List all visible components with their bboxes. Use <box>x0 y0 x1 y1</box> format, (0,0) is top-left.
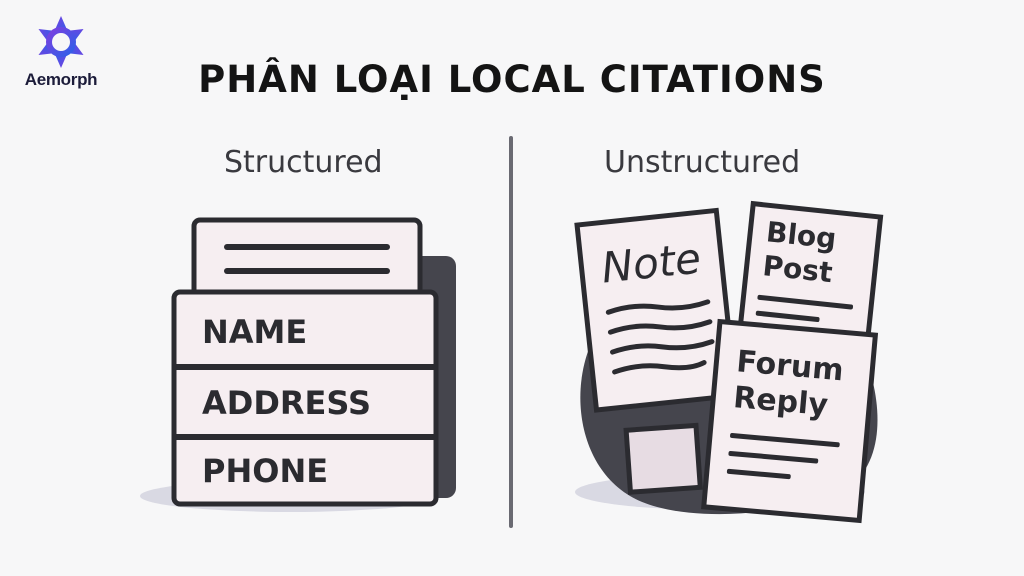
top-card <box>191 217 423 305</box>
blog-post-card: Blog Post <box>737 200 884 346</box>
structured-heading: Structured <box>224 145 383 180</box>
page-title: PHÂN LOẠI LOCAL CITATIONS <box>198 58 826 101</box>
forum-label-line2: Reply <box>732 380 830 423</box>
aemorph-logo-icon <box>38 16 84 68</box>
forum-reply-card: Forum Reply <box>701 318 879 524</box>
unstructured-illustration: Note Blog Post Forum Reply <box>574 200 884 524</box>
column-divider <box>509 136 513 528</box>
note-card: Note <box>574 207 739 413</box>
note-label: Note <box>599 233 703 292</box>
structured-illustration: NAME ADDRESS PHONE <box>140 217 456 512</box>
field-address: ADDRESS <box>202 384 371 422</box>
brand-name: Aemorph <box>24 70 98 89</box>
field-name: NAME <box>202 313 307 351</box>
blog-label-line1: Blog <box>765 215 838 255</box>
form-card: NAME ADDRESS PHONE <box>171 289 439 507</box>
sticky-note <box>623 422 703 495</box>
unstructured-heading: Unstructured <box>604 145 801 180</box>
field-phone: PHONE <box>202 452 328 490</box>
blog-label-line2: Post <box>761 249 834 289</box>
brand-logo: Aemorph <box>18 14 104 90</box>
